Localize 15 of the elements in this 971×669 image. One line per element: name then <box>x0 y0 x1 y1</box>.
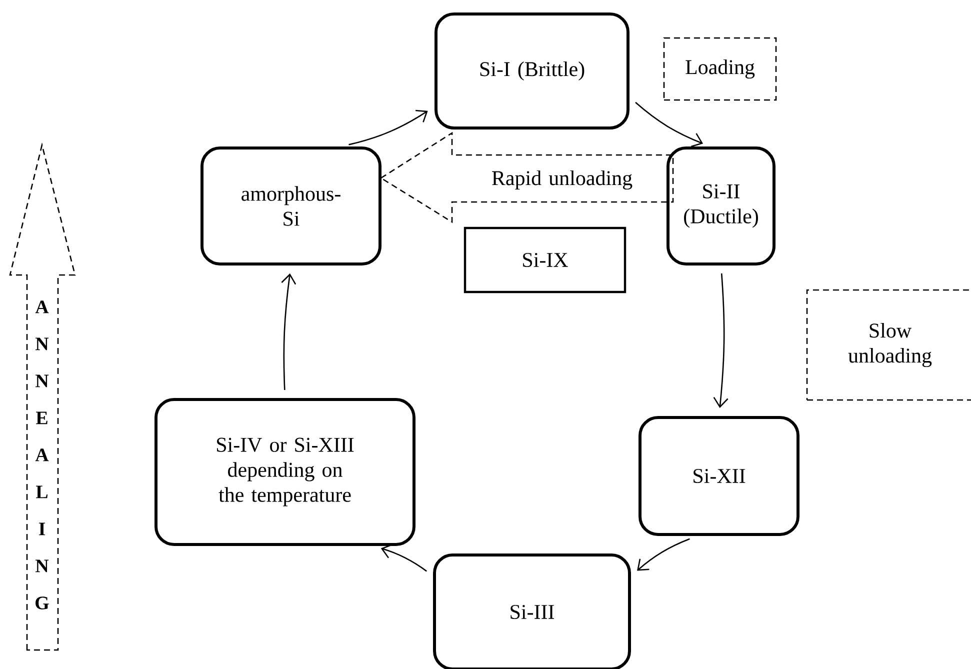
phase-box: Si-I (Brittle) <box>434 12 630 130</box>
condition-box: Loading <box>663 37 777 101</box>
arrow <box>348 110 428 146</box>
phase-box: amorphous-Si <box>200 146 382 266</box>
phase-box: Si-XII <box>638 416 800 536</box>
arrow <box>637 538 690 571</box>
phase-box: Si-III <box>433 554 631 669</box>
phase-box: Si-II (Ductile) <box>666 146 776 266</box>
arrow <box>380 544 427 572</box>
arrow <box>635 102 704 148</box>
phase-box: Si-IV or Si-XIII depending on the temperature <box>154 398 416 546</box>
arrow <box>281 273 296 390</box>
phase-box: Si-IX <box>464 226 626 294</box>
condition-box: Slow unloading <box>806 289 971 401</box>
arrow <box>713 273 728 408</box>
